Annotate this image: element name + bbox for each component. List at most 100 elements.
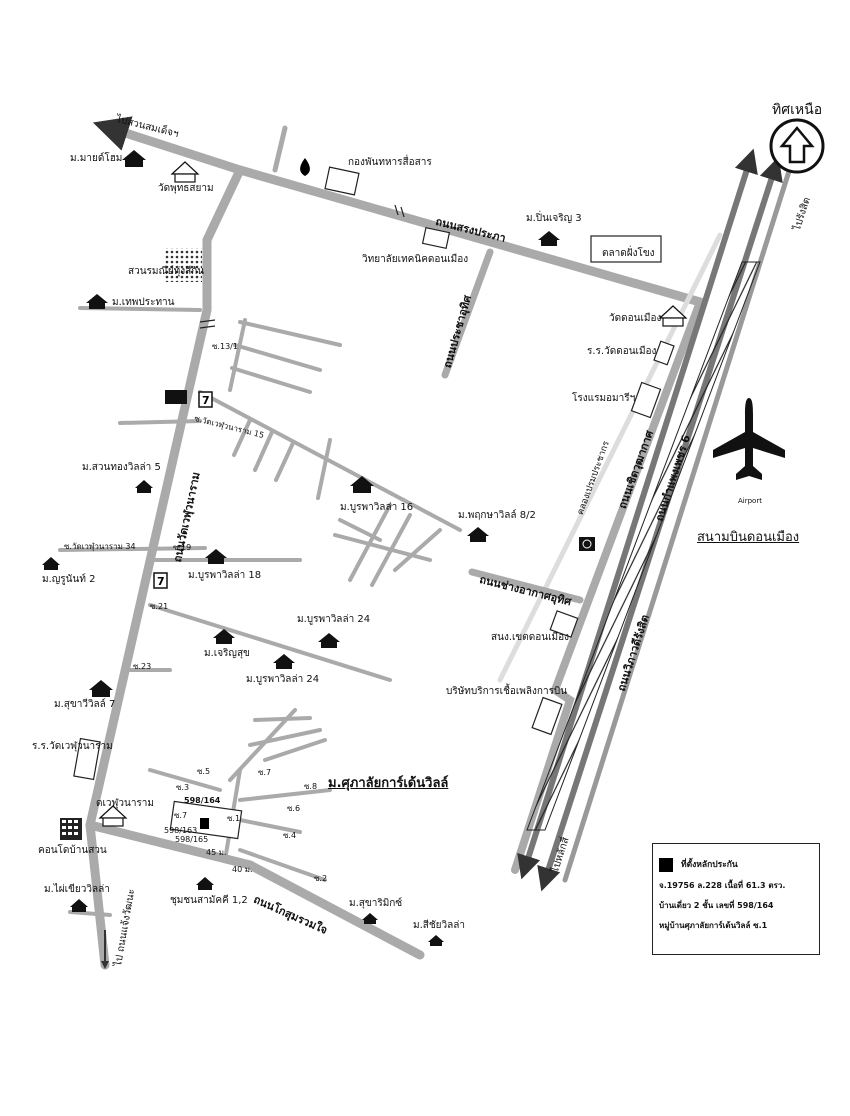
khlong-prem [497,232,723,683]
house-icon [350,476,374,493]
soi-wat-34: ซ.วัดเวฬุวนาราม 34 [64,542,136,551]
seven-eleven-icon: 7 [153,572,168,589]
house-icon [538,231,560,246]
fuel-building [531,696,563,736]
svg-text:7: 7 [157,575,165,588]
village-soi-7b: ซ.7 [174,811,188,820]
park-area [164,248,202,282]
village-title: ม.ศุภาลัยการ์เด้นวิลล์ [328,776,449,791]
place-m-burapha18: ม.บูรพาวิลล่า 18 [188,570,262,581]
airport-title: สนามบินดอนเมือง [697,530,800,545]
legend-line-2: บ้านเดี่ยว 2 ชั้น เลขที่ 598/164 [659,900,774,910]
place-m-thep: ม.เทพประทาน [112,297,175,308]
north-label: ทิศเหนือ [772,102,823,118]
legend-box: ที่ตั้งหลักประกัน จ.19756 ล.228 เนื้อที่… [652,843,820,955]
college-building [421,226,451,250]
legend-line-3: หมู่บ้านศุภาลัยการ์เด้นวิลล์ ซ.1 [659,920,768,930]
house-icon [213,629,235,644]
lot-164: 598/164 [184,796,221,805]
lot-163: 598/163 [164,826,198,835]
house-icon [205,549,227,564]
temple-icon [658,305,688,327]
place-m-burapha24a: ม.บูรพาวิลล่า 24 [297,614,371,625]
village-soi-3: ซ.3 [176,783,190,792]
railway [526,261,761,831]
house-icon [86,294,108,309]
temple-icons [98,161,688,827]
place-m-pin-charoen: ม.ปิ่นเจริญ 3 [526,213,582,224]
place-m-sukharamik: ม.สุขาริมิกซ์ [349,898,403,909]
road-wat-welu [85,165,245,970]
place-college: วิทยาลัยเทคนิคดอนเมือง [362,254,469,265]
place-school-don: ร.ร.วัดดอนเมือง [587,346,657,357]
road-chang-akat [468,568,584,604]
house-icon [318,633,340,648]
place-m-suan-thong: ม.สวนทองวิลล่า 5 [82,462,161,473]
market-box [590,235,662,263]
place-m-yaruanan: ม.ญรูนันท์ 2 [42,574,96,585]
school-don-building [653,340,675,366]
village-soi-6: ซ.6 [287,804,301,813]
house-icons [42,150,560,946]
road-prachauthit [441,248,494,379]
village-soi-2: ซ.2 [314,874,328,883]
roads-layer [58,116,793,970]
village-soi-4: ซ.4 [283,831,297,840]
house-icon [467,527,489,542]
lot-165: 598/165 [175,835,209,844]
building-layer [73,166,675,840]
soi-23: ซ.23 [133,662,152,671]
airport-caption: Airport [738,497,762,505]
place-m-mai-home: ม.มายด์โฮม [70,153,123,164]
house-icon [122,150,146,167]
north-arrow-icon [769,118,825,174]
hotel-building [630,381,662,419]
place-wat-welu: ดเวฬุวนาราม [96,798,155,809]
place-m-sukhawee: ม.สุขาวีวิลล์ 7 [54,699,116,710]
place-market: ตลาดฝั่งโขง [602,248,655,259]
house-icon [70,899,88,912]
width-40: 40 ม. [232,865,253,874]
house-icon [89,680,113,697]
temple-icon [170,161,200,183]
legend-line-1: จ.19756 ล.228 เนื้อที่ 61.3 ตรว. [659,880,786,890]
house-icon [273,654,295,669]
house-icon [428,935,444,946]
village-soi-1: ซ.1 [227,814,241,823]
school-wat-building [73,737,101,781]
width-45: 45 ม. [206,848,227,857]
police-building [549,610,579,638]
village-soi-7a: ซ.7 [258,768,272,777]
place-police: สนง.เขตดอนเมือง [491,632,569,643]
village-soi-8: ซ.8 [304,782,318,791]
place-chumchon: ชุมชนสามัคคี 1,2 [170,895,248,906]
house-icon [362,913,378,924]
road-kosum [85,820,425,960]
house-icon [196,877,214,890]
sign-box-icon [165,390,187,404]
seven-eleven-icon: 7 [198,391,213,408]
place-m-phai-khiao: ม.ไผ่เขียววิลล่า [44,884,110,895]
place-m-burapha16: ม.บูรพาวิลล่า 16 [340,502,414,513]
place-kong-phan: กองพันทหารสื่อสาร [348,157,432,168]
soi-21: ซ.21 [150,602,169,611]
house-icon [42,557,60,570]
svg-text:7: 7 [202,394,210,407]
place-m-charoensuk: ม.เจริญสุข [204,648,250,659]
place-m-sichai: ม.สีชัยวิลล่า [413,920,466,931]
place-m-pruksa: ม.พฤกษาวิลล์ 8/2 [458,510,536,521]
place-school-wat: ร.ร.วัดเวฬุวนาราม [32,741,113,752]
place-wat-phutthasayam: วัดพุทธสยาม [158,183,214,194]
collateral-legend-icon [659,857,673,872]
temple-icon [98,805,128,827]
collateral-marker [200,818,209,829]
legend-head: ที่ตั้งหลักประกัน [681,860,738,870]
condo-icon [60,818,82,840]
house-icon [135,480,153,493]
drop-icon [300,158,310,176]
airplane-icon [713,398,785,480]
place-condo: คอนโดบ้านสวน [38,845,107,856]
soi-19: ซ.19 [173,543,192,552]
place-hotel: โรงแรมอมารีฯ [572,393,636,404]
kongphan-building [324,166,360,196]
